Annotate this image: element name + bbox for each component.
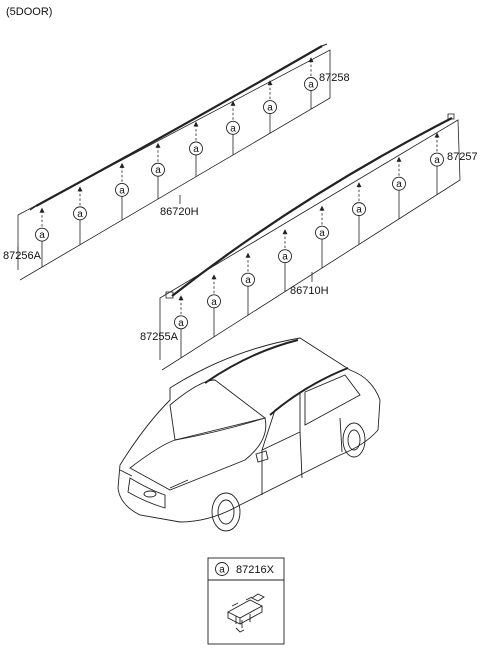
legend-clip-icon: [215, 562, 229, 576]
lower-front-end-cap: [165, 291, 174, 299]
lower-front-cap-label: 87255A: [140, 331, 179, 343]
upper-clip-callout: a: [35, 207, 49, 268]
lower-arrowhead: [282, 229, 288, 235]
lower-arrowhead: [319, 205, 325, 211]
upper-clip-symbol: a: [308, 80, 314, 91]
lower-clip-symbol: a: [245, 275, 251, 286]
clip-part-icon: [227, 593, 265, 633]
lower-clip-callout: a: [430, 132, 444, 195]
lower-clip-callout: a: [278, 229, 292, 292]
upper-clip-callout: a: [226, 100, 240, 155]
upper-clip-symbol: a: [39, 230, 45, 241]
car-illustration: [117, 337, 381, 532]
lower-clip-symbol: a: [211, 297, 217, 308]
upper-rear-cap-label: 87258: [319, 72, 350, 84]
upper-arrowhead: [155, 142, 161, 148]
upper-clip-symbol: a: [119, 185, 125, 196]
lower-clip-callout: a: [352, 182, 366, 245]
legend-box: a 87216X: [207, 557, 285, 645]
lower-clip-symbol: a: [282, 252, 288, 263]
upper-clip-callout: a: [189, 121, 203, 177]
lower-clip-symbol: a: [178, 318, 184, 329]
upper-clip-callout: a: [73, 186, 87, 245]
upper-clip-symbol: a: [77, 209, 83, 220]
upper-clip-callout: a: [263, 80, 277, 134]
lower-clip-symbol: a: [319, 228, 325, 239]
upper-molding-strip: [35, 45, 323, 207]
lower-arrowhead: [245, 252, 251, 258]
lower-molding-label: 86710H: [290, 285, 329, 297]
lower-rear-end-cap: [447, 113, 455, 120]
upper-arrowhead: [267, 80, 273, 86]
upper-clip-group: a a a a a a a a: [35, 57, 318, 268]
upper-arrowhead: [119, 162, 125, 168]
upper-arrowhead: [39, 207, 45, 213]
lower-arrowhead: [356, 182, 362, 188]
lower-clip-symbol: a: [396, 179, 402, 190]
upper-arrowhead: [308, 57, 314, 63]
lower-clip-group: a a a a a a a a: [174, 132, 444, 358]
upper-clip-callout: a: [304, 57, 318, 110]
upper-arrowhead: [193, 121, 199, 127]
legend-symbol: a: [219, 565, 225, 576]
lower-clip-callout: a: [241, 252, 255, 316]
upper-arrowhead: [77, 186, 83, 192]
variant-label: (5DOOR): [6, 6, 52, 18]
lower-clip-symbol: a: [356, 205, 362, 216]
upper-clip-symbol: a: [193, 144, 199, 155]
upper-molding-label: 86720H: [160, 206, 199, 218]
upper-arrowhead: [230, 100, 236, 106]
lower-rear-cap-label: 87257: [447, 151, 478, 163]
lower-panel-outline: [159, 119, 461, 371]
upper-clip-symbol: a: [230, 123, 236, 134]
lower-clip-callout: a: [315, 205, 329, 268]
upper-clip-callout: a: [151, 142, 165, 199]
upper-front-cap-label: 87256A: [3, 250, 42, 262]
upper-clip-symbol: a: [155, 165, 161, 176]
lower-molding-assembly: a a a a a a a a 86710H 87255A 87257: [140, 113, 478, 371]
lower-clip-callout: a: [392, 156, 406, 219]
lower-clip-callout: a: [174, 295, 188, 358]
lower-molding-strip: [171, 117, 453, 297]
legend-part-number: 87216X: [236, 564, 275, 576]
lower-clip-callout: a: [207, 274, 221, 337]
lower-clip-symbol: a: [434, 155, 440, 166]
upper-clip-callout: a: [115, 162, 129, 221]
lower-arrowhead: [178, 295, 184, 301]
lower-arrowhead: [434, 132, 440, 138]
upper-molding-assembly: a a a a a a a a 86720H 87256A 87258: [3, 43, 350, 281]
upper-panel-outline: [17, 49, 331, 281]
lower-arrowhead: [211, 274, 217, 280]
upper-clip-symbol: a: [267, 103, 273, 114]
lower-arrowhead: [396, 156, 402, 162]
